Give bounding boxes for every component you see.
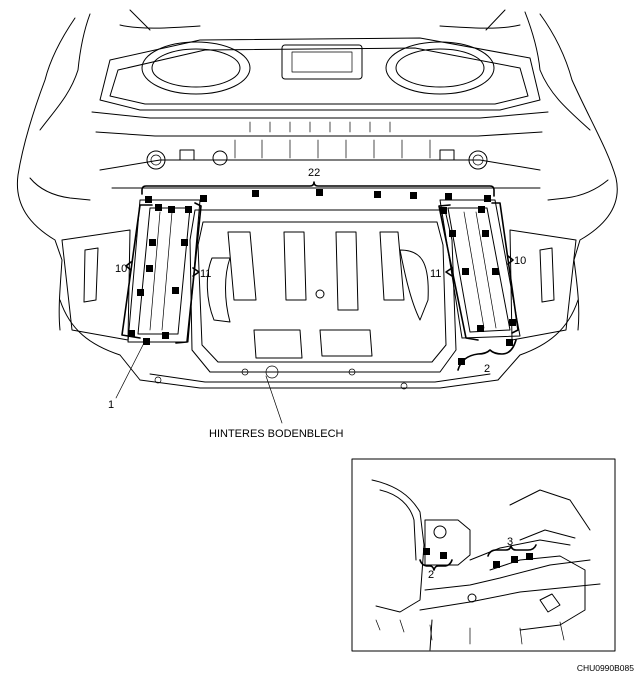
vehicle-body-outline	[16, 9, 618, 390]
bracket-right-front-2	[457, 339, 517, 371]
callout-10-right: 10	[514, 255, 526, 267]
detail-spot-weld	[423, 548, 430, 555]
figure-code: CHU0990B085	[577, 663, 634, 673]
detail-bracket-2	[419, 559, 453, 571]
right-side-rail	[439, 199, 521, 339]
detail-spot-weld	[493, 561, 500, 568]
bracket-22	[141, 181, 495, 197]
callout-1: 1	[108, 399, 114, 411]
callout-10-left: 10	[115, 263, 127, 275]
detail-inset-drawing	[371, 479, 601, 651]
leader-1	[115, 340, 146, 399]
callout-2-main: 2	[484, 363, 490, 375]
leader-rear-floor-panel	[265, 375, 283, 424]
callout-22: 22	[308, 167, 320, 179]
callout-11-left: 11	[200, 268, 211, 280]
detail-inset: 2 3	[351, 458, 616, 652]
spot-welds-left-rail	[128, 204, 192, 345]
spot-welds-top-row	[145, 189, 491, 203]
bracket-right-rail	[438, 202, 519, 341]
detail-callout-2: 2	[428, 569, 434, 581]
detail-spot-weld	[511, 556, 518, 563]
spot-welds-right-rail	[440, 206, 516, 365]
detail-callout-3: 3	[507, 536, 513, 548]
detail-spot-weld	[526, 553, 533, 560]
detail-spot-weld	[440, 552, 447, 559]
rear-floor-panel	[189, 209, 457, 379]
callout-11-right: 11	[430, 268, 441, 280]
rear-floor-panel-label: HINTERES BODENBLECH	[209, 428, 344, 440]
detail-bracket-3	[487, 544, 537, 557]
